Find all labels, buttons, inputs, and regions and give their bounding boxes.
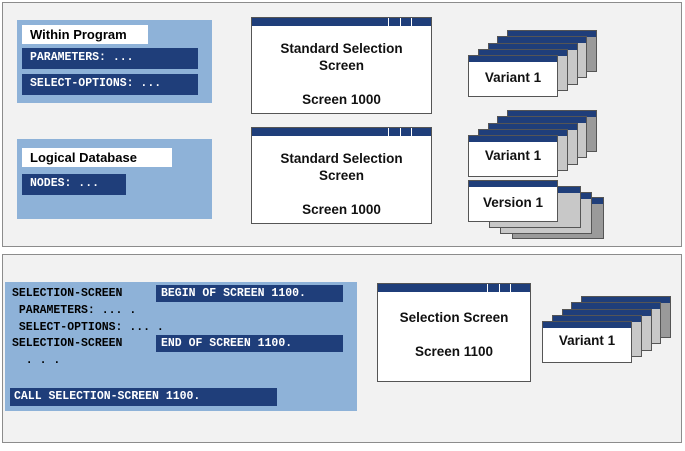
screen-title: Standard Selection Screen [280, 151, 403, 183]
variant-label: Variant 1 [558, 333, 616, 348]
variant-label: Variant 1 [484, 70, 542, 85]
selection-screen-1100: Selection Screen Screen 1100 [377, 283, 531, 382]
version-label: Version 1 [482, 195, 544, 210]
window-buttons-icon [388, 18, 423, 26]
parameters-statement: PARAMETERS: ... [22, 48, 198, 69]
variant-label: Variant 1 [484, 148, 542, 163]
begin-of-screen-statement: BEGIN OF SCREEN 1100. [156, 285, 343, 302]
end-of-screen-statement: END OF SCREEN 1100. [156, 335, 343, 352]
standard-selection-screen-2: Standard Selection Screen Screen 1000 [251, 127, 432, 224]
code-ellipsis-line: . . . [12, 354, 61, 367]
nodes-statement: NODES: ... [22, 174, 126, 195]
screen-number: Screen 1000 [302, 92, 381, 107]
code-selection-screen-keyword: SELECTION-SCREEN [12, 287, 123, 300]
screen-number: Screen 1100 [414, 344, 494, 359]
select-options-statement: SELECT-OPTIONS: ... [22, 74, 198, 95]
standard-selection-screen-1: Standard Selection Screen Screen 1000 [251, 17, 432, 114]
code-selection-screen-keyword: SELECTION-SCREEN [12, 337, 123, 350]
logical-database-label: Logical Database [22, 148, 172, 167]
within-program-label: Within Program [22, 25, 148, 44]
code-parameters-line: PARAMETERS: ... . [12, 304, 137, 317]
screen-number: Screen 1000 [302, 202, 381, 217]
code-select-options-line: SELECT-OPTIONS: ... . [12, 321, 164, 334]
call-selection-screen-statement: CALL SELECTION-SCREEN 1100. [10, 388, 277, 406]
window-buttons-icon [487, 284, 522, 292]
screen-title: Standard Selection Screen [280, 41, 403, 73]
window-buttons-icon [388, 128, 423, 136]
screen-title: Selection Screen [399, 310, 509, 325]
